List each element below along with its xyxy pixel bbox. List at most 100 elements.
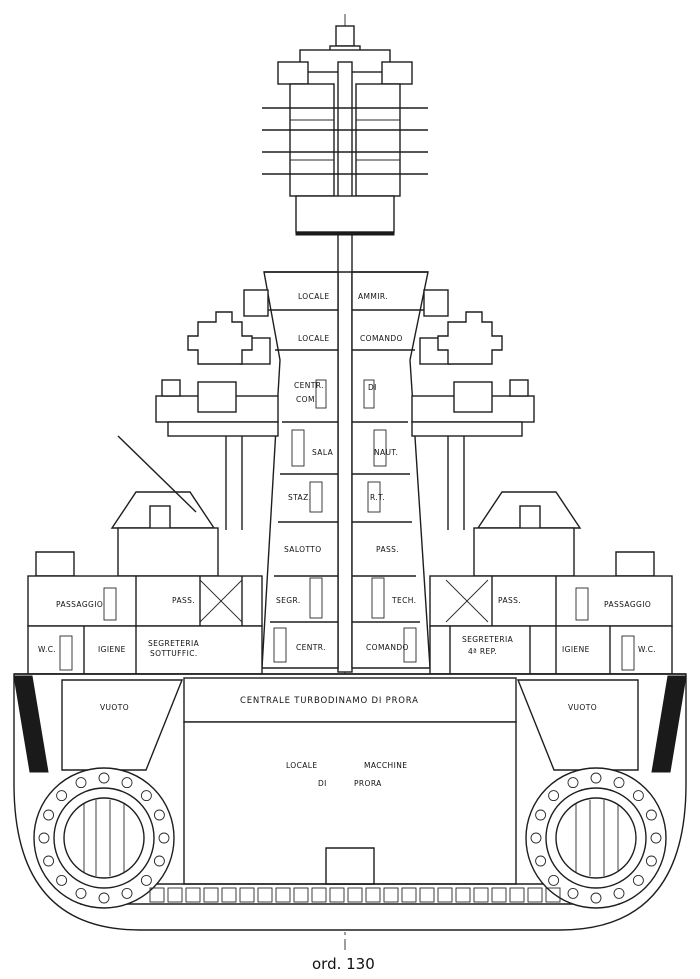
double-bottom-cell bbox=[509, 887, 525, 903]
label-pass-right: PASS. bbox=[498, 596, 521, 605]
shaft-ring-hole bbox=[548, 790, 560, 802]
shaft-ring-hole bbox=[140, 874, 152, 886]
double-bottom-cell bbox=[437, 887, 453, 903]
shaft-ring-hole bbox=[613, 777, 625, 789]
double-bottom-cell bbox=[527, 887, 543, 903]
double-bottom-cell bbox=[149, 887, 165, 903]
label-di-prora-1: DI bbox=[318, 779, 327, 788]
double-bottom-cells bbox=[149, 887, 561, 903]
label-tech: TECH. bbox=[391, 596, 416, 605]
deck-houses bbox=[27, 575, 673, 675]
double-bottom-cell bbox=[473, 887, 489, 903]
double-bottom-cell bbox=[293, 887, 309, 903]
shaft-ring-hole bbox=[590, 892, 602, 904]
double-bottom-cell bbox=[455, 887, 471, 903]
label-segreteria-right-2: 4ª REP. bbox=[468, 647, 497, 656]
compartment-labels: LOCALE AMMIR. LOCALE COMANDO CENTR. COM.… bbox=[38, 292, 656, 788]
shaft-ring-hole bbox=[43, 855, 55, 867]
hull bbox=[13, 673, 687, 931]
label-centr-small: CENTR. bbox=[296, 643, 326, 652]
label-ammir: AMMIR. bbox=[358, 292, 388, 301]
label-wc-left: W.C. bbox=[38, 645, 56, 654]
shaft-ring-right bbox=[525, 767, 667, 909]
label-centr: CENTR. bbox=[294, 381, 324, 390]
double-bottom-cell bbox=[275, 887, 291, 903]
shaft-ring-hole bbox=[43, 809, 55, 821]
bridge-tower bbox=[261, 271, 431, 669]
double-bottom-cell bbox=[239, 887, 255, 903]
shaft-ring-left bbox=[33, 767, 175, 909]
double-bottom-cell bbox=[545, 887, 561, 903]
shaft-ring-hole bbox=[158, 832, 170, 844]
label-locale: LOCALE bbox=[298, 292, 330, 301]
double-bottom-cell bbox=[185, 887, 201, 903]
double-bottom-cell bbox=[365, 887, 381, 903]
shaft-ring-hole bbox=[645, 855, 657, 867]
label-locale-macchine-1: LOCALE bbox=[286, 761, 318, 770]
label-comando: COMANDO bbox=[360, 334, 403, 343]
double-bottom-cell bbox=[167, 887, 183, 903]
shaft-ring-hole bbox=[75, 887, 87, 899]
label-wc-right: W.C. bbox=[638, 645, 656, 654]
label-igiene-left: IGIENE bbox=[98, 645, 126, 654]
shaft-ring-hole bbox=[153, 855, 165, 867]
double-bottom-cell bbox=[329, 887, 345, 903]
label-rt: R.T. bbox=[370, 493, 385, 502]
shaft-ring-hole bbox=[567, 777, 579, 789]
upper-platforms bbox=[155, 289, 535, 530]
shaft-ring-hole bbox=[56, 874, 68, 886]
label-centrale: CENTRALE TURBODINAMO DI PRORA bbox=[240, 696, 419, 706]
shaft-ring-hole bbox=[567, 887, 579, 899]
figure-caption: ord. 130 bbox=[312, 955, 375, 973]
shaft-ring-hole bbox=[121, 777, 133, 789]
shaft-ring-hole bbox=[121, 887, 133, 899]
double-bottom-cell bbox=[203, 887, 219, 903]
double-bottom-cell bbox=[383, 887, 399, 903]
label-locale-macchine-2: MACCHINE bbox=[364, 761, 407, 770]
label-segr: SEGR. bbox=[276, 596, 301, 605]
shaft-ring-hole bbox=[530, 832, 542, 844]
double-bottom-cell bbox=[401, 887, 417, 903]
double-bottom-cell bbox=[491, 887, 507, 903]
label-passaggio-left: PASSAGGIO bbox=[56, 600, 103, 609]
label-di-prora-2: PRORA bbox=[354, 779, 382, 788]
mast-top bbox=[262, 25, 428, 673]
shaft-ring-holes bbox=[38, 772, 662, 904]
shaft-ring-hole bbox=[590, 772, 602, 784]
shaft-ring-hole bbox=[632, 790, 644, 802]
label-vuoto-left: VUOTO bbox=[100, 703, 129, 712]
shaft-ring-hole bbox=[75, 777, 87, 789]
label-segreteria-left-2: SOTTUFFIC. bbox=[150, 649, 198, 658]
double-bottom-cell bbox=[257, 887, 273, 903]
label-igiene-right: IGIENE bbox=[562, 645, 590, 654]
label-vuoto-right: VUOTO bbox=[568, 703, 597, 712]
shaft-ring-hole bbox=[645, 809, 657, 821]
double-bottom-cell bbox=[221, 887, 237, 903]
shaft-ring-hole bbox=[98, 892, 110, 904]
label-salotto: SALOTTO bbox=[284, 545, 322, 554]
label-pass-left: PASS. bbox=[172, 596, 195, 605]
label-staz: STAZ. bbox=[288, 493, 311, 502]
shaft-ring-hole bbox=[153, 809, 165, 821]
label-segreteria-right-1: SEGRETERIA bbox=[462, 635, 514, 644]
shaft-ring-hole bbox=[548, 874, 560, 886]
shaft-ring-hole bbox=[56, 790, 68, 802]
label-passaggio-right: PASSAGGIO bbox=[604, 600, 651, 609]
label-sala: SALA bbox=[312, 448, 334, 457]
shaft-ring-hole bbox=[140, 790, 152, 802]
double-bottom-cell bbox=[419, 887, 435, 903]
shaft-ring-hole bbox=[613, 887, 625, 899]
label-di: DI bbox=[368, 383, 377, 392]
shaft-ring-hole bbox=[535, 855, 547, 867]
shaft-ring-hole bbox=[98, 772, 110, 784]
shaft-ring-hole bbox=[535, 809, 547, 821]
double-bottom-cell bbox=[347, 887, 363, 903]
label-comando-small: COMANDO bbox=[366, 643, 409, 652]
label-com: COM. bbox=[296, 395, 318, 404]
shaft-ring-hole bbox=[38, 832, 50, 844]
shaft-ring-hole bbox=[632, 874, 644, 886]
label-locale-2: LOCALE bbox=[298, 334, 330, 343]
label-pass-center: PASS. bbox=[376, 545, 399, 554]
